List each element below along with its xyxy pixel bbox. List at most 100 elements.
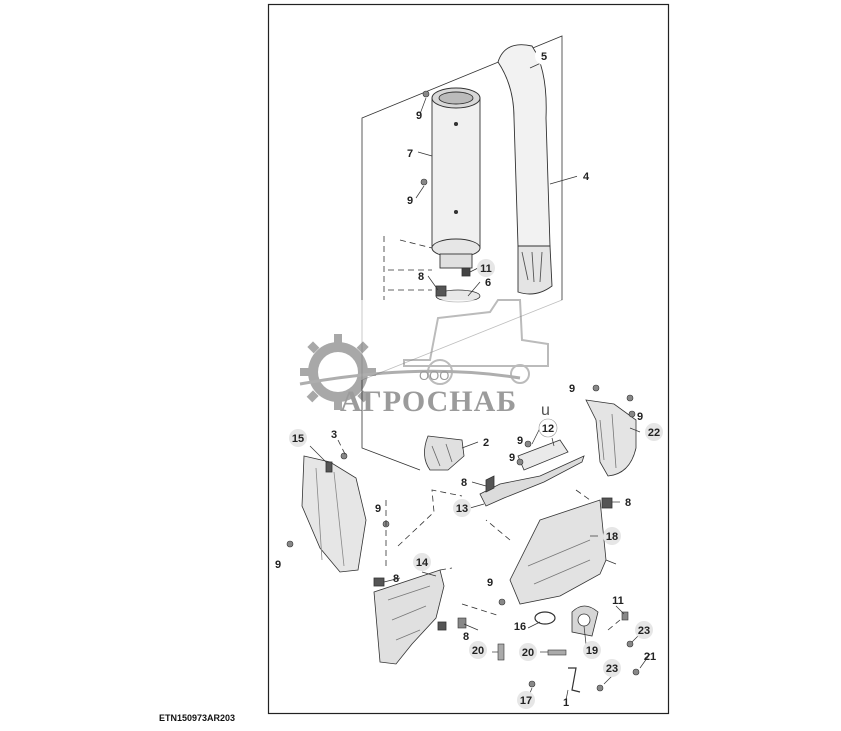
callout-9d-label: 9 — [637, 411, 643, 423]
callout-8b: 8 — [461, 477, 467, 489]
callout-2: 2 — [483, 437, 489, 449]
callout-7-label: 7 — [407, 148, 413, 160]
callout-20b-label: 20 — [522, 647, 534, 659]
rear-panel-right — [509, 497, 613, 605]
callout-9d: 9 — [637, 411, 643, 423]
callout-9f: 9 — [509, 452, 515, 464]
callout-15-label: 15 — [292, 433, 304, 445]
dowel-pin-b — [547, 649, 567, 656]
callout-23b-label: 23 — [606, 663, 618, 675]
callout-16-label: 16 — [514, 621, 526, 633]
callout-8b-label: 8 — [461, 477, 467, 489]
o-ring — [534, 611, 556, 625]
callout-11a: 11 — [477, 259, 495, 277]
callout-9i-label: 9 — [487, 577, 493, 589]
dowel-pin-a — [497, 643, 505, 661]
callout-9h: 9 — [275, 559, 281, 571]
muffler-cylinder — [431, 87, 481, 269]
callout-9c: 9 — [569, 383, 575, 395]
callout-19-label: 19 — [586, 645, 598, 657]
callout-18: 18 — [603, 527, 621, 545]
callout-22-label: 22 — [648, 427, 660, 439]
callout-8a: 8 — [418, 271, 424, 283]
callout-23a: 23 — [635, 621, 653, 639]
fasteners — [286, 90, 640, 692]
callout-9i: 9 — [487, 577, 493, 589]
assembly-dashed-lines-upper — [383, 236, 433, 300]
callout-9a: 9 — [416, 110, 422, 122]
right-side-shield — [585, 399, 637, 477]
callout-8c-label: 8 — [625, 497, 631, 509]
lower-plane-edge — [361, 380, 421, 471]
grab-handle — [571, 605, 599, 637]
callout-3-label: 3 — [331, 429, 337, 441]
shield-cap-piece — [517, 439, 569, 471]
callout-9a-label: 9 — [416, 110, 422, 122]
rear-panel-left — [373, 569, 447, 665]
callout-13: 13 — [453, 499, 471, 517]
callout-9b: 9 — [407, 195, 413, 207]
callout-20b: 20 — [519, 643, 537, 661]
callout-5: 5 — [535, 47, 553, 65]
callout-20a: 20 — [469, 641, 487, 659]
callout-13-label: 13 — [456, 503, 468, 515]
callout-5-label: 5 — [541, 51, 547, 63]
callout-17-label: 17 — [520, 695, 532, 707]
gear-icon — [300, 334, 376, 410]
callout-8e-label: 8 — [463, 631, 469, 643]
callout-8a-label: 8 — [418, 271, 424, 283]
callout-1: 1 — [563, 697, 569, 709]
leader-lines — [309, 57, 651, 701]
callout-1-label: 1 — [563, 697, 569, 709]
callout-9b-label: 9 — [407, 195, 413, 207]
callout-11a-label: 11 — [480, 263, 492, 275]
callout-9g: 9 — [375, 503, 381, 515]
callout-12-label: 12 — [542, 423, 554, 435]
callout-2-label: 2 — [483, 437, 489, 449]
callout-11b-label: 11 — [612, 595, 624, 607]
callout-11b: 11 — [612, 595, 624, 607]
left-side-shield — [301, 455, 367, 573]
wiring-clip — [568, 667, 581, 693]
callout-14-label: 14 — [416, 557, 429, 569]
callout-23a-label: 23 — [638, 625, 650, 637]
callout-9f-label: 9 — [509, 452, 515, 464]
watermark-logo: ООО АГРОСНАБ u — [284, 299, 568, 424]
support-bracket — [479, 455, 585, 507]
watermark-company-name: АГРОСНАБ — [340, 385, 517, 418]
callout-17: 17 — [517, 691, 535, 709]
callout-18-label: 18 — [606, 531, 618, 543]
watermark-swoosh — [299, 369, 521, 386]
callout-8c: 8 — [625, 497, 631, 509]
callout-16: 16 — [514, 621, 526, 633]
callout-20a-label: 20 — [472, 645, 484, 657]
callout-22: 22 — [645, 423, 663, 441]
watermark-prefix: ООО — [419, 368, 449, 383]
callout-19: 19 — [583, 641, 601, 659]
callout-labels: 5 4 7 9 9 8 11 6 9 9 22 12 9 9 2 3 15 8 … — [275, 47, 663, 709]
callout-8d-label: 8 — [393, 573, 399, 585]
callout-4: 4 — [577, 167, 595, 185]
callout-6-label: 6 — [485, 277, 491, 289]
callout-14: 14 — [413, 553, 431, 571]
watermark-suffix: u — [541, 402, 550, 419]
callout-9e-label: 9 — [517, 435, 523, 447]
callout-6: 6 — [485, 277, 491, 289]
callout-9c-label: 9 — [569, 383, 575, 395]
callout-7: 7 — [407, 148, 413, 160]
callout-12: 12 — [538, 418, 558, 438]
callout-21-label: 21 — [644, 651, 656, 663]
callout-15: 15 — [289, 429, 307, 447]
callout-9e: 9 — [517, 435, 523, 447]
callout-8d: 8 — [393, 573, 399, 585]
exhaust-stack-pipe — [497, 44, 553, 295]
callout-3: 3 — [331, 429, 337, 441]
exhaust-elbow — [424, 435, 465, 471]
callout-4-label: 4 — [583, 171, 590, 183]
assembly-dashed-lines-lower — [337, 439, 621, 631]
figure-reference-code: ETN150973AR203 — [159, 713, 235, 723]
callout-9h-label: 9 — [275, 559, 281, 571]
callout-23b: 23 — [603, 659, 621, 677]
callout-21: 21 — [644, 651, 656, 663]
